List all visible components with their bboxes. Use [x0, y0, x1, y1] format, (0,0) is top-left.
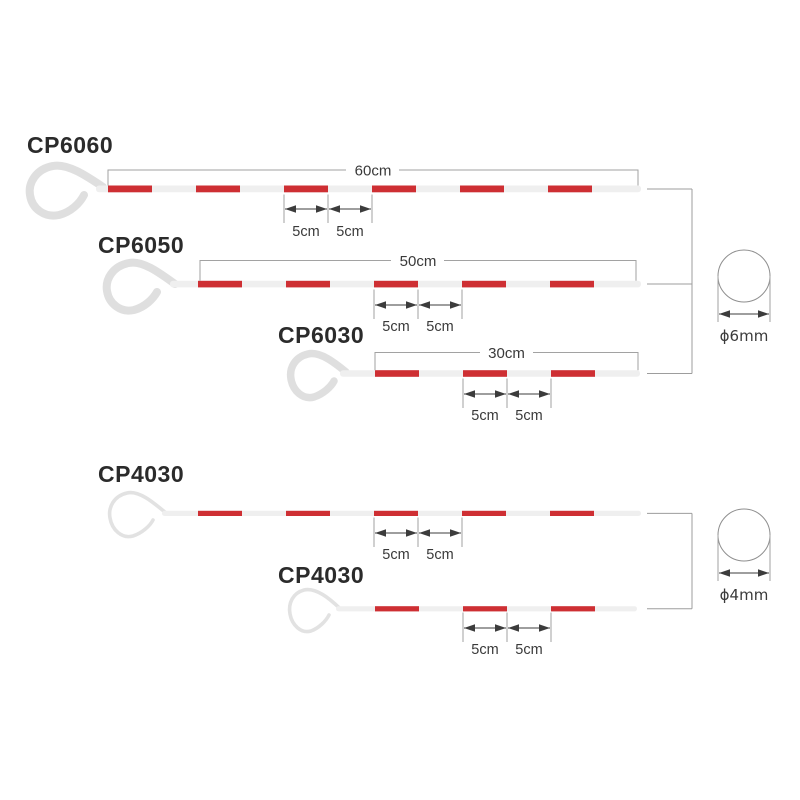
red-stripe: [374, 510, 418, 516]
red-stripe: [196, 185, 240, 193]
product-label: CP4030: [278, 562, 364, 588]
diameter-label: ϕ6mm: [720, 327, 769, 345]
spacing-label: 5cm: [292, 224, 319, 240]
red-stripe: [198, 510, 242, 516]
pin-loop: [25, 161, 107, 220]
red-stripe: [286, 510, 330, 516]
dim-label-bg: [346, 162, 399, 177]
dim-length-60cm: 60cm: [107, 162, 639, 186]
pin-loop: [287, 587, 342, 634]
extension-lines: [373, 289, 463, 319]
spacing-label: 5cm: [426, 547, 453, 563]
diameter-extension-lines: [717, 535, 771, 581]
spacing-label: 5cm: [515, 408, 542, 424]
spacing-label: 5cm: [336, 224, 363, 240]
spacing-label: 5cm: [471, 642, 498, 658]
dim-length-30cm: 30cm: [374, 345, 639, 371]
diameter-6mm: ϕ6mm: [717, 249, 771, 345]
pin-cp6060: CP6060 60cm 5cm 5cm: [25, 132, 641, 240]
red-stripe: [286, 280, 330, 288]
pin-cp4030-upper: CP4030 5cm 5cm: [98, 461, 641, 563]
red-stripe: [463, 606, 507, 612]
pin-stripes: [198, 280, 594, 288]
dim-length-label: 50cm: [400, 253, 437, 270]
spacing-label: 5cm: [382, 547, 409, 563]
red-stripe: [550, 280, 594, 288]
bracket-4mm: [647, 512, 693, 610]
extension-lines: [373, 517, 463, 547]
pin-stripes: [375, 606, 595, 612]
red-stripe: [372, 185, 416, 193]
pin-stripes: [198, 510, 594, 516]
diameter-extension-lines: [717, 276, 771, 322]
pin-cp6030: CP6030 30cm 5cm 5cm: [278, 322, 640, 424]
pin-cp4030-lower: CP4030 5cm 5cm: [278, 562, 637, 658]
spacing-label: 5cm: [382, 319, 409, 335]
red-stripe: [460, 185, 504, 193]
product-label: CP4030: [98, 461, 184, 487]
red-stripe: [463, 370, 507, 377]
red-stripe: [375, 606, 419, 612]
red-stripe: [198, 280, 242, 288]
extension-lines: [462, 378, 552, 408]
extension-lines: [462, 612, 552, 642]
bracket-lines: [647, 188, 693, 374]
pin-loop: [107, 490, 168, 539]
red-stripe: [374, 280, 418, 288]
product-label: CP6050: [98, 232, 184, 258]
dim-spacing-cp4030-lower: 5cm 5cm: [462, 612, 552, 658]
diameter-label: ϕ4mm: [720, 586, 769, 604]
red-stripe: [551, 370, 595, 377]
red-stripe: [108, 185, 152, 193]
bracket-6mm: [647, 188, 693, 374]
dim-spacing-cp6060: 5cm 5cm: [283, 194, 373, 240]
pin-cp6050: CP6050 50cm 5cm 5cm: [98, 232, 641, 335]
bracket-lines: [647, 512, 693, 610]
red-stripe: [551, 606, 595, 612]
dim-spacing-cp6030: 5cm 5cm: [462, 378, 552, 424]
dim-spacing-cp4030-upper: 5cm 5cm: [373, 517, 463, 563]
red-stripe: [462, 510, 506, 516]
spacing-label: 5cm: [515, 642, 542, 658]
red-stripe: [550, 510, 594, 516]
pin-loop: [286, 349, 350, 402]
spacing-label: 5cm: [426, 319, 453, 335]
dim-label-bg: [480, 345, 533, 360]
dim-label-bg: [391, 253, 444, 268]
dim-length-label: 30cm: [488, 345, 525, 362]
wire-cross-section-6mm: [717, 249, 771, 303]
wire-cross-section-4mm: [717, 508, 771, 562]
pin-stripes: [108, 185, 592, 193]
red-stripe: [548, 185, 592, 193]
product-label: CP6030: [278, 322, 364, 348]
red-stripe: [462, 280, 506, 288]
product-label: CP6060: [27, 132, 113, 158]
pin-stripes: [375, 370, 595, 377]
dim-length-50cm: 50cm: [199, 253, 637, 281]
diameter-4mm: ϕ4mm: [717, 508, 771, 604]
pin-loop: [102, 258, 179, 315]
red-stripe: [375, 370, 419, 377]
red-stripe: [284, 185, 328, 193]
dim-spacing-cp6050: 5cm 5cm: [373, 289, 463, 335]
extension-lines: [283, 194, 373, 223]
dim-length-label: 60cm: [355, 163, 392, 180]
spacing-label: 5cm: [471, 408, 498, 424]
